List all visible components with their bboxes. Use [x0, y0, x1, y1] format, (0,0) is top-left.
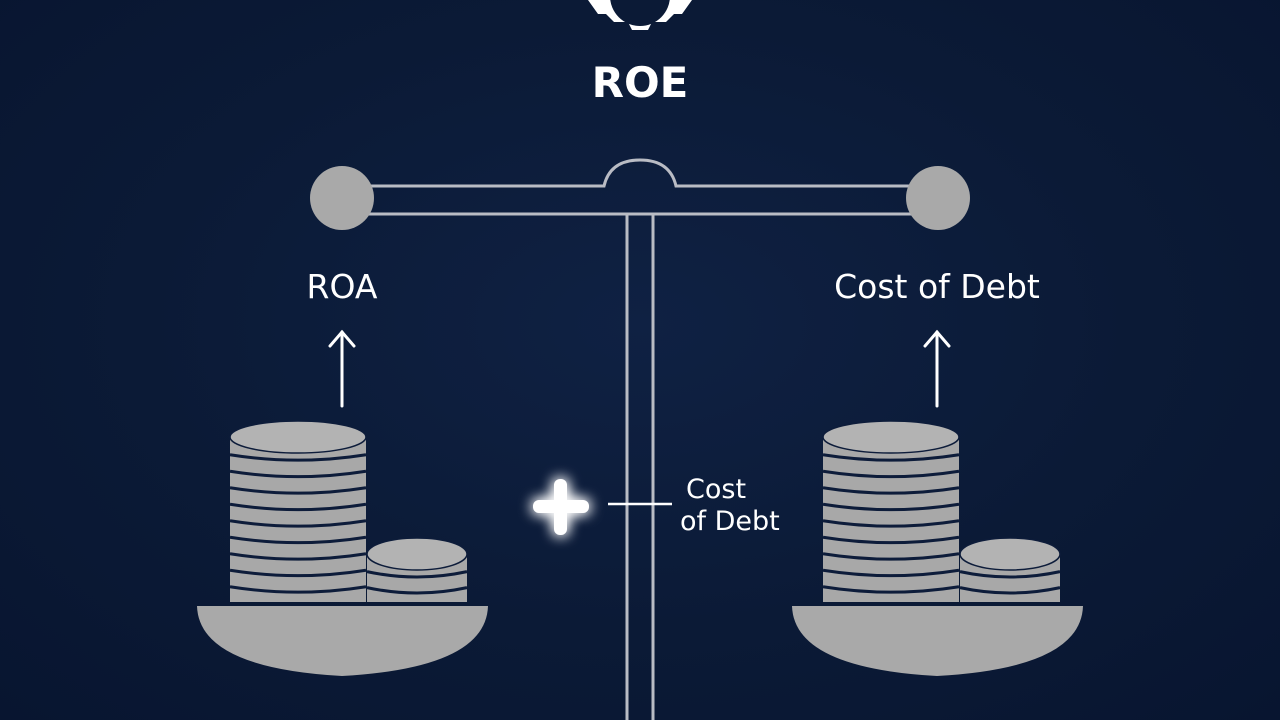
diagram-title: ROE [591, 58, 689, 107]
right-pan [792, 606, 1083, 676]
coin-edge [959, 586, 1061, 595]
coin-top [959, 537, 1061, 571]
coin-edge [822, 585, 960, 594]
coin-edge [366, 586, 468, 595]
coin-edge [822, 502, 960, 512]
coin-stack-icon-right-large [822, 420, 960, 602]
left-pan-label: ROA [306, 267, 378, 306]
coin-edge [229, 469, 367, 479]
coin-edge [229, 519, 367, 528]
coin-stack-icon-right-small [959, 537, 1061, 602]
beam-right-knob [906, 166, 970, 230]
coin-top [229, 420, 367, 454]
right-pan-label: Cost of Debt [834, 267, 1040, 306]
coin-edge [822, 469, 960, 479]
coin-edge [229, 552, 367, 561]
left-pan [197, 606, 488, 676]
up-arrow-icon-left [328, 329, 356, 408]
coin-stack-icon-left-large [229, 420, 367, 602]
coin-edge [959, 570, 1061, 579]
coin-edge [366, 570, 468, 579]
coin-edge [229, 535, 367, 545]
coin-edge [822, 535, 960, 545]
gear-icon [588, 0, 692, 30]
coin-top [366, 537, 468, 571]
center-label-line2: of Debt [680, 506, 780, 537]
coin-edge [229, 453, 367, 462]
coin-stack-body [230, 437, 366, 602]
plus-icon [533, 479, 589, 535]
coin-stack-icon-left-small [366, 537, 468, 602]
coin-edge [822, 486, 960, 495]
coin-stack-body [823, 437, 959, 602]
coin-edge [822, 453, 960, 462]
coin-edge [229, 486, 367, 495]
coin-edge [822, 519, 960, 528]
center-label-line1: Cost [686, 474, 747, 505]
coin-edge [822, 552, 960, 561]
coin-edge [229, 502, 367, 512]
coin-top [822, 420, 960, 454]
beam-left-knob [310, 166, 374, 230]
coin-edge [229, 568, 367, 578]
coin-edge [822, 568, 960, 578]
scale-beam [342, 158, 938, 720]
up-arrow-icon-right [923, 329, 951, 408]
coin-edge [229, 585, 367, 594]
center-label: Cost of Debt [680, 474, 780, 538]
